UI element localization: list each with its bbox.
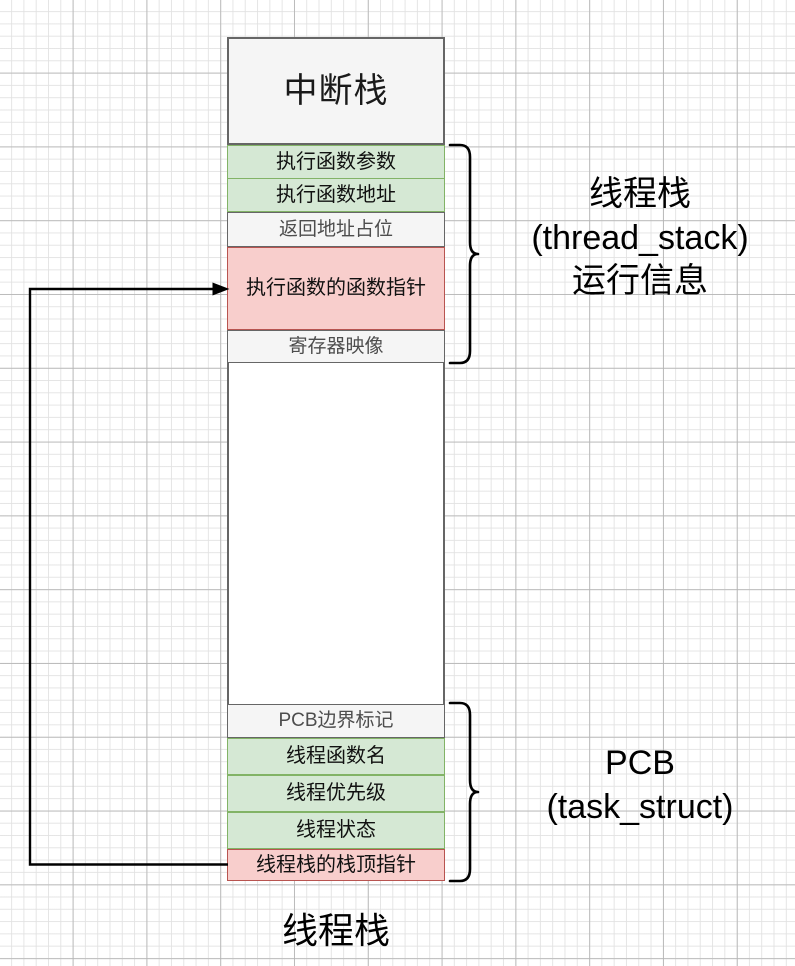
- row-label: 线程函数名: [286, 745, 386, 768]
- row-thread-function-name: 线程函数名: [227, 738, 445, 775]
- row-thread-stack-top-pointer: 线程栈的栈顶指针: [227, 849, 445, 881]
- row-exec-func-args: 执行函数参数: [227, 145, 445, 179]
- row-label: 线程状态: [296, 819, 376, 842]
- row-label: 线程优先级: [286, 782, 386, 805]
- row-label: 返回地址占位: [278, 218, 393, 240]
- row-exec-func-address: 执行函数地址: [227, 178, 445, 212]
- row-label: 执行函数的函数指针: [246, 277, 426, 300]
- label-thread-stack: 线程栈 (thread_stack) 运行信息: [531, 175, 749, 301]
- row-label: PCB边界标记: [278, 710, 394, 732]
- row-return-address-placeholder: 返回地址占位: [227, 212, 445, 247]
- row-exec-func-pointer: 执行函数的函数指针: [227, 247, 445, 330]
- caption-thread-stack: 线程栈: [281, 910, 390, 951]
- row-label: 执行函数参数: [276, 150, 396, 173]
- row-thread-priority: 线程优先级: [227, 775, 445, 812]
- row-interrupt-stack-title: 中断栈: [227, 37, 445, 145]
- row-thread-state: 线程状态: [227, 812, 445, 849]
- row-register-image: 寄存器映像: [227, 330, 445, 363]
- row-label: 线程栈的栈顶指针: [256, 853, 416, 876]
- brace-pcb: [448, 701, 480, 883]
- row-label: 中断栈: [283, 71, 389, 110]
- brace-thread-stack: [448, 143, 480, 365]
- row-label: 执行函数地址: [276, 183, 396, 206]
- label-pcb: PCB (task_struct): [546, 744, 734, 826]
- row-pcb-boundary-marker: PCB边界标记: [227, 704, 445, 738]
- row-label: 寄存器映像: [288, 335, 384, 357]
